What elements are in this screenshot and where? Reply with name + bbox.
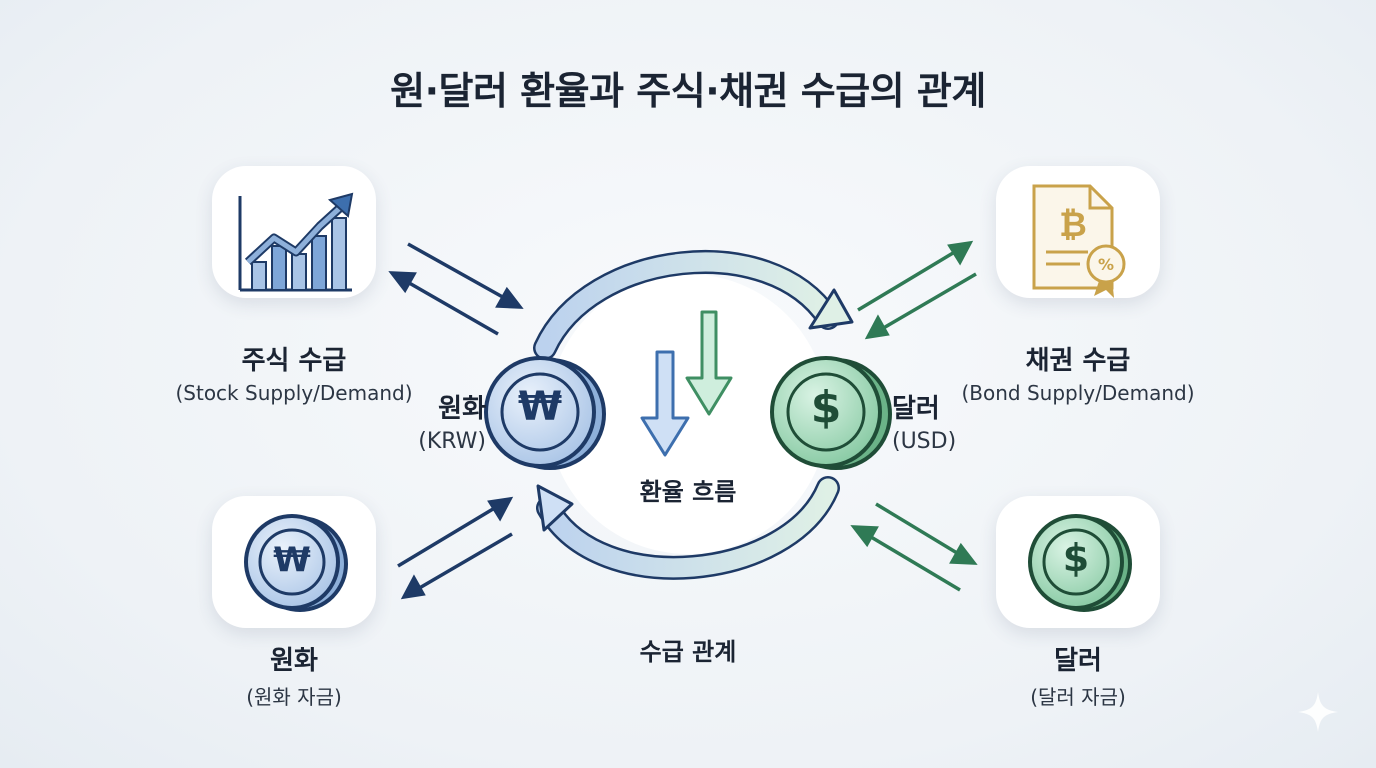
bond-sub: (Bond Supply/Demand)	[961, 381, 1195, 405]
krw-coin-name: 원화	[438, 394, 486, 424]
usd-funds-symbol: $	[1062, 536, 1090, 580]
krw-coin-icon	[484, 356, 606, 470]
krw-funds-card: ₩	[212, 496, 376, 628]
stock-sub: (Stock Supply/Demand)	[175, 381, 413, 405]
usd-coin-symbol: $	[810, 382, 842, 433]
usd-coin-label: 달러 (USD)	[892, 388, 982, 454]
krw-funds-coin-icon	[244, 514, 348, 612]
relation-label: 수급 관계	[639, 638, 737, 666]
krw-coin-symbol: ₩	[517, 384, 563, 430]
bond-name: 채권 수급	[1025, 346, 1131, 376]
stock-name: 주식 수급	[241, 346, 347, 376]
usd-coin-name: 달러	[892, 394, 940, 424]
krw-coin-sub: (KRW)	[418, 429, 486, 454]
bond-label: 채권 수급 (Bond Supply/Demand)	[944, 340, 1212, 405]
stock-krw-arrows	[388, 242, 524, 336]
usd-coin-sub: (USD)	[892, 429, 957, 454]
page-title: 원·달러 환율과 주식·채권 수급의 관계	[390, 69, 986, 113]
bond-certificate-icon: ₿ %	[1032, 184, 1126, 298]
bond-card: ₿ %	[996, 166, 1160, 298]
rising-bar-chart-icon	[238, 192, 354, 292]
blue-down-arrow	[640, 350, 690, 457]
flow-label: 환율 흐름	[639, 478, 737, 506]
usd-funds-coin-icon	[1028, 514, 1132, 612]
stock-label: 주식 수급 (Stock Supply/Demand)	[160, 340, 428, 405]
stock-card	[212, 166, 376, 298]
krw-funds-sub: (원화 자금)	[246, 685, 342, 709]
sparkle-icon	[1298, 692, 1338, 732]
usd-funds-card: $	[996, 496, 1160, 628]
center-disc	[548, 274, 828, 554]
krw-coin-label: 원화 (KRW)	[396, 388, 486, 454]
green-down-arrow	[685, 310, 733, 416]
krw-funds-name: 원화	[270, 646, 318, 676]
krwfunds-krw-arrows	[397, 496, 514, 600]
percent-icon: %	[1098, 255, 1114, 274]
usd-funds-name: 달러	[1054, 646, 1102, 676]
usd-coin-icon	[770, 356, 892, 470]
krw-funds-symbol: ₩	[273, 540, 311, 580]
top-cycle-arrow	[533, 250, 854, 360]
usd-funds-sub: (달러 자금)	[1030, 685, 1126, 709]
usd-usdfunds-arrows	[850, 502, 978, 592]
usd-bond-arrows	[857, 240, 977, 340]
krw-funds-label: 원화 (원화 자금)	[194, 640, 394, 710]
bitcoin-icon: ₿	[1059, 205, 1087, 245]
bottom-cycle-arrow	[536, 476, 840, 580]
usd-funds-label: 달러 (달러 자금)	[978, 640, 1178, 710]
